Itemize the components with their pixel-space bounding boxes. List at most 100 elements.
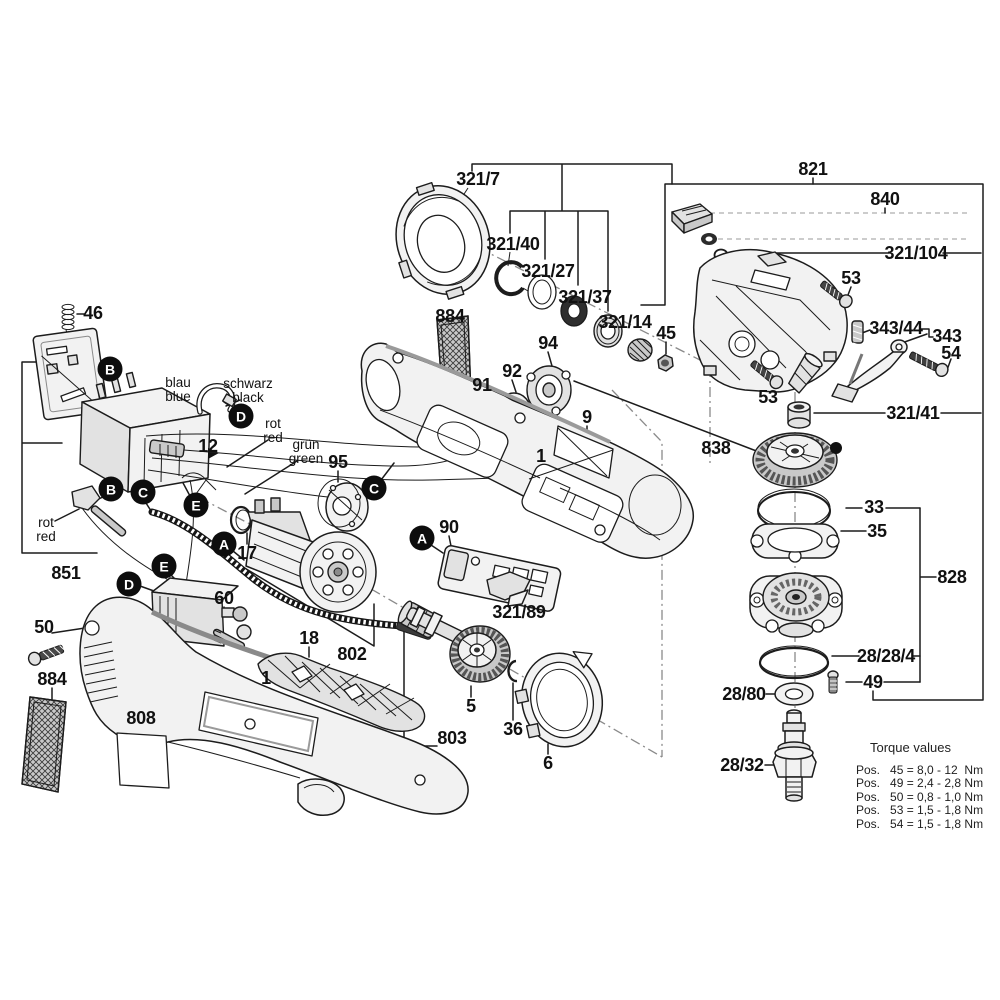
- part-label-rot-red-mid: rot red: [263, 416, 283, 445]
- callout-marker-E-1: E: [183, 492, 209, 518]
- part-label-828: 828: [937, 566, 967, 587]
- part-label-884-top: 884: [435, 305, 465, 326]
- part-label-802: 802: [337, 643, 367, 664]
- part-label-808: 808: [126, 707, 156, 728]
- part-label-321-104: 321/104: [884, 242, 948, 263]
- part-label-321-7: 321/7: [456, 168, 500, 189]
- torque-row-2: Pos. 50 = 0,8 - 1,0 Nm: [856, 789, 984, 804]
- part-label-49: 49: [863, 671, 883, 692]
- vent-grille-884-bottom: [21, 696, 67, 793]
- part-label-9: 9: [582, 406, 592, 427]
- part-label-54: 54: [941, 342, 961, 363]
- callout-marker-B-1: B: [97, 356, 123, 382]
- circlip-36: [507, 659, 518, 683]
- spring-343-44: [851, 320, 864, 347]
- flange-35: [750, 523, 840, 563]
- part-label-95: 95: [328, 451, 348, 472]
- part-label-schwarz-black: schwarz black: [223, 376, 273, 405]
- callout-marker-E-2: E: [151, 553, 177, 579]
- oring-28-28-4: [758, 645, 830, 680]
- motor-housing-half: [360, 342, 694, 559]
- torque-row-3: Pos. 53 = 1,5 - 1,8 Nm: [856, 803, 984, 818]
- part-label-321-37: 321/37: [558, 286, 612, 307]
- label-plate-808: [116, 732, 170, 789]
- torque-row-4: Pos. 54 = 1,5 - 1,8 Nm: [856, 816, 984, 831]
- part-label-28-28-4: 28/28/4: [857, 645, 915, 666]
- screw-49: [827, 670, 839, 694]
- callout-marker-D-2: D: [116, 571, 142, 597]
- part-label-28-32: 28/32: [720, 754, 764, 775]
- callout-marker-C-2: C: [361, 475, 387, 501]
- part-label-821: 821: [798, 158, 828, 179]
- screw-53-mid: [750, 360, 784, 390]
- part-label-50: 50: [34, 616, 54, 637]
- retaining-ring-321-40: [494, 260, 529, 297]
- assembly-dot: [830, 442, 842, 454]
- housing-end-cap: [297, 778, 345, 816]
- washer-28-80: [774, 682, 814, 706]
- part-label-343-44: 343/44: [869, 317, 923, 338]
- bearing-321-14: [593, 314, 623, 348]
- part-label-321-27: 321/27: [521, 260, 575, 281]
- sleeve-321-41: [787, 401, 811, 429]
- gear-5: [449, 625, 511, 683]
- part-label-94: 94: [538, 332, 558, 353]
- part-label-12: 12: [198, 435, 218, 456]
- part-label-92: 92: [502, 360, 522, 381]
- part-label-884-bottom: 884: [37, 668, 67, 689]
- nut-45: [657, 354, 674, 372]
- gear-housing: [692, 249, 848, 393]
- part-label-46: 46: [83, 302, 103, 323]
- part-label-gruen-green: grün green: [288, 437, 324, 466]
- part-label-321-89: 321/89: [492, 601, 546, 622]
- handle-frame-18: [257, 652, 426, 732]
- part-label-840: 840: [870, 188, 900, 209]
- screw-50: [27, 644, 67, 666]
- part-label-36: 36: [503, 718, 523, 739]
- part-label-5: 5: [466, 695, 476, 716]
- part-label-blau-blue: blau blue: [165, 375, 191, 404]
- label-plate-9: [528, 425, 614, 480]
- electronics-plate: [32, 327, 109, 421]
- part-label-17: 17: [237, 542, 257, 563]
- part-label-1-bottom: 1: [261, 667, 271, 688]
- callout-marker-A-2: A: [409, 525, 435, 551]
- part-label-53-top: 53: [841, 267, 861, 288]
- part-label-838: 838: [701, 437, 731, 458]
- part-label-28-80: 28/80: [722, 683, 766, 704]
- spindle-28-32: [772, 709, 817, 802]
- part-label-321-40: 321/40: [486, 233, 540, 254]
- part-label-321-14: 321/14: [598, 311, 652, 332]
- part-label-33: 33: [864, 496, 884, 517]
- switch-knob-840: [671, 203, 713, 234]
- seal-321-27: [527, 274, 557, 310]
- bracket-321-89: [486, 571, 531, 607]
- screw-53-top: [820, 280, 853, 309]
- part-label-343: 343: [932, 325, 962, 346]
- bearing-321-37: [560, 295, 588, 327]
- fan-baffle-95: [317, 478, 369, 532]
- oring-black: [701, 233, 717, 245]
- part-label-803: 803: [437, 727, 467, 748]
- part-label-1-mid: 1: [536, 445, 546, 466]
- bearing-flange-828: [749, 572, 843, 638]
- part-label-90: 90: [439, 516, 459, 537]
- torque-row-1: Pos. 49 = 2,4 - 2,8 Nm: [856, 776, 984, 791]
- part-label-18: 18: [299, 627, 319, 648]
- callout-marker-D-1: D: [228, 403, 254, 429]
- clamp-lever-343: [831, 339, 908, 403]
- part-label-91: 91: [472, 374, 492, 395]
- screw-54: [909, 351, 949, 378]
- part-label-321-41: 321/41: [886, 402, 940, 423]
- part-label-53-mid: 53: [758, 386, 778, 407]
- motor-802: [245, 497, 377, 613]
- part-label-rot-red-left: rot red: [36, 515, 56, 544]
- spring-46: [61, 303, 75, 331]
- trigger-part: [71, 485, 127, 537]
- part-label-851: 851: [51, 562, 81, 583]
- cone-insert: [788, 352, 823, 394]
